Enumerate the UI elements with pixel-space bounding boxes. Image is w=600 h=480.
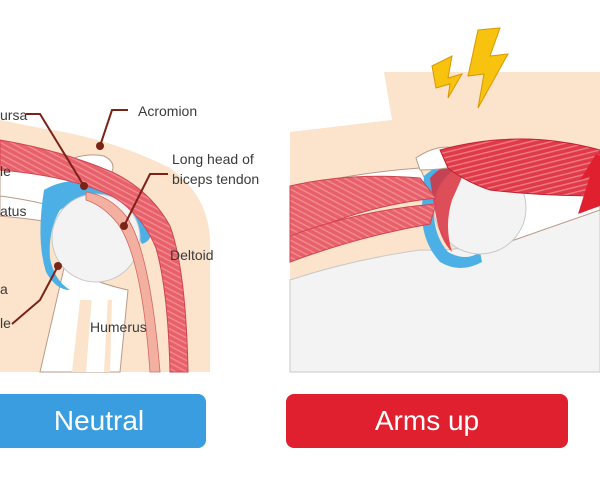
label-atus: atus <box>0 203 26 219</box>
neutral-badge: Neutral <box>0 394 206 448</box>
arms-up-shoulder-figure <box>289 72 600 373</box>
neutral-leader-dots <box>54 142 128 270</box>
arms-up-badge-label: Arms up <box>374 405 480 436</box>
arms-up-badge: Arms up <box>286 394 568 448</box>
arms-up-muscle-lower <box>289 203 437 263</box>
lightning-bolt-icon <box>431 55 464 99</box>
label-deltoid: Deltoid <box>170 247 214 263</box>
label-long-head-line1: Long head of <box>172 151 254 167</box>
label-long-head-line2: biceps tendon <box>172 171 259 187</box>
up-arrow-icon <box>578 154 600 214</box>
neutral-leader-lines <box>11 109 168 325</box>
arms-up-neck-white <box>290 72 392 132</box>
label-bursa: ursa <box>0 107 27 123</box>
arms-up-impingement <box>430 161 468 252</box>
neutral-deltoid <box>0 139 189 373</box>
neutral-humerus-shaft <box>86 296 108 372</box>
neutral-badge-label: Neutral <box>53 405 145 436</box>
label-le-upper: le <box>0 163 11 179</box>
lightning-bolt-icon <box>467 27 509 109</box>
label-acromion: Acromion <box>138 103 197 119</box>
label-a: a <box>0 281 8 297</box>
arms-up-muscle-right <box>439 138 600 197</box>
label-humerus: Humerus <box>90 319 147 335</box>
neutral-shoulder-figure <box>0 120 210 373</box>
label-le-lower: le <box>0 315 11 331</box>
